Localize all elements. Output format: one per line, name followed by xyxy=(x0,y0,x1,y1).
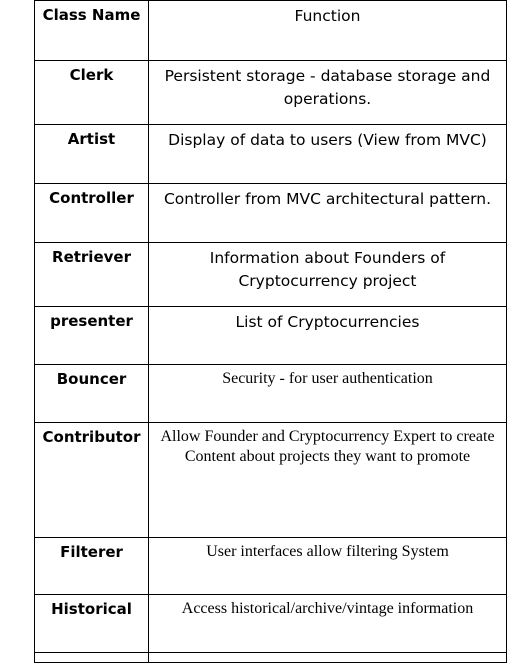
function-cell: Controller from MVC architectural patter… xyxy=(148,183,507,243)
header-class-name: Class Name xyxy=(34,0,149,61)
table-row: Historical Access historical/archive/vin… xyxy=(34,594,507,653)
table-row: Filterer User interfaces allow filtering… xyxy=(34,537,507,595)
function-cell: Access historical/archive/vintage inform… xyxy=(148,594,507,653)
class-name-cell: Historical xyxy=(34,594,149,653)
function-cell: List of Cryptocurrencies xyxy=(148,306,507,365)
table-row: Artist Display of data to users (View fr… xyxy=(34,124,507,184)
class-name-cell: Bouncer xyxy=(34,364,149,423)
empty-cell xyxy=(34,652,149,663)
class-name-cell: Contributor xyxy=(34,422,149,538)
function-cell: Allow Founder and Cryptocurrency Expert … xyxy=(148,422,507,538)
class-name-cell: Filterer xyxy=(34,537,149,595)
table-row: Contributor Allow Founder and Cryptocurr… xyxy=(34,422,507,538)
class-name-cell: presenter xyxy=(34,306,149,365)
function-cell: Display of data to users (View from MVC) xyxy=(148,124,507,184)
table-row: Bouncer Security - for user authenticati… xyxy=(34,364,507,423)
table-header-row: Class Name Function xyxy=(34,0,507,61)
table-row: presenter List of Cryptocurrencies xyxy=(34,306,507,365)
empty-cell xyxy=(148,652,507,663)
function-cell: User interfaces allow filtering System xyxy=(148,537,507,595)
class-name-cell: Clerk xyxy=(34,60,149,125)
table-row-partial xyxy=(34,652,507,663)
function-cell: Information about Founders of Cryptocurr… xyxy=(148,242,507,307)
function-cell: Persistent storage - database storage an… xyxy=(148,60,507,125)
class-function-table: Class Name Function Clerk Persistent sto… xyxy=(34,0,507,663)
table-row: Controller Controller from MVC architect… xyxy=(34,183,507,243)
class-name-cell: Retriever xyxy=(34,242,149,307)
function-cell: Security - for user authentication xyxy=(148,364,507,423)
class-name-cell: Artist xyxy=(34,124,149,184)
table-row: Clerk Persistent storage - database stor… xyxy=(34,60,507,125)
class-name-cell: Controller xyxy=(34,183,149,243)
table-row: Retriever Information about Founders of … xyxy=(34,242,507,307)
header-function: Function xyxy=(148,0,507,61)
